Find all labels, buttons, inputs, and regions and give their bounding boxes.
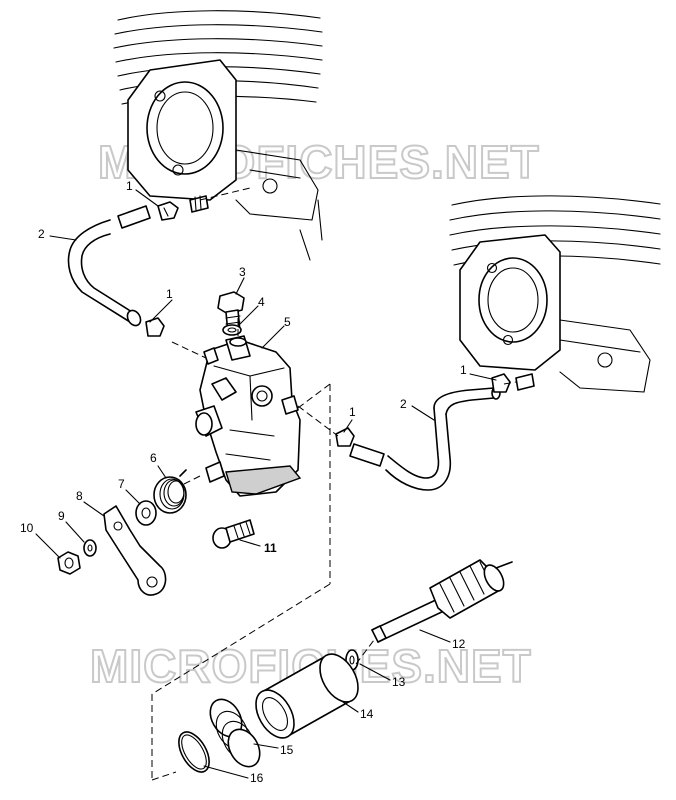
callout-12: 12 xyxy=(452,637,466,651)
clamp-1a xyxy=(157,201,179,221)
washer-4 xyxy=(222,324,242,336)
oil-line-left xyxy=(67,205,151,327)
assembly-lines xyxy=(151,187,517,781)
spring-15 xyxy=(209,698,261,768)
callout-11: 11 xyxy=(264,541,277,555)
washer-9 xyxy=(83,539,97,557)
washer-7 xyxy=(135,500,157,526)
engine-cylinder-left xyxy=(113,10,323,261)
spring-6 xyxy=(153,469,187,514)
o-ring-16 xyxy=(178,731,210,773)
clamp-1b xyxy=(145,317,165,337)
callout-6: 6 xyxy=(150,451,157,465)
pump-drive-gear-12 xyxy=(371,559,513,643)
oil-line-right xyxy=(349,386,501,491)
callout-2-left: 2 xyxy=(38,227,45,241)
callout-5: 5 xyxy=(284,315,291,329)
control-lever-8 xyxy=(103,505,167,596)
right-cylinder-fitting xyxy=(515,373,535,391)
callout-1-right: 1 xyxy=(460,363,467,377)
screw-11 xyxy=(212,519,255,549)
callout-7: 7 xyxy=(118,477,125,491)
callout-2-right: 2 xyxy=(400,397,407,411)
callout-9: 9 xyxy=(58,509,65,523)
engine-cylinder-right xyxy=(449,195,661,393)
callout-3: 3 xyxy=(239,265,246,279)
callout-10: 10 xyxy=(20,521,34,535)
callout-1-upper: 1 xyxy=(126,179,133,193)
callout-16: 16 xyxy=(250,771,264,785)
leader-lines xyxy=(35,189,497,779)
callout-15: 15 xyxy=(280,743,294,757)
nut-10 xyxy=(57,551,81,575)
callout-1-pump: 1 xyxy=(349,405,356,419)
oil-pump-body xyxy=(195,335,302,497)
clamp-1d xyxy=(491,373,511,393)
watermark-bottom: MICROFICHES.NET xyxy=(90,640,532,692)
callout-1-middle: 1 xyxy=(166,287,173,301)
callout-13: 13 xyxy=(392,675,406,689)
left-cylinder-fitting xyxy=(189,195,209,213)
callout-4: 4 xyxy=(258,295,265,309)
bushing-14 xyxy=(255,653,359,739)
callout-14: 14 xyxy=(360,707,374,721)
callout-8: 8 xyxy=(76,489,83,503)
